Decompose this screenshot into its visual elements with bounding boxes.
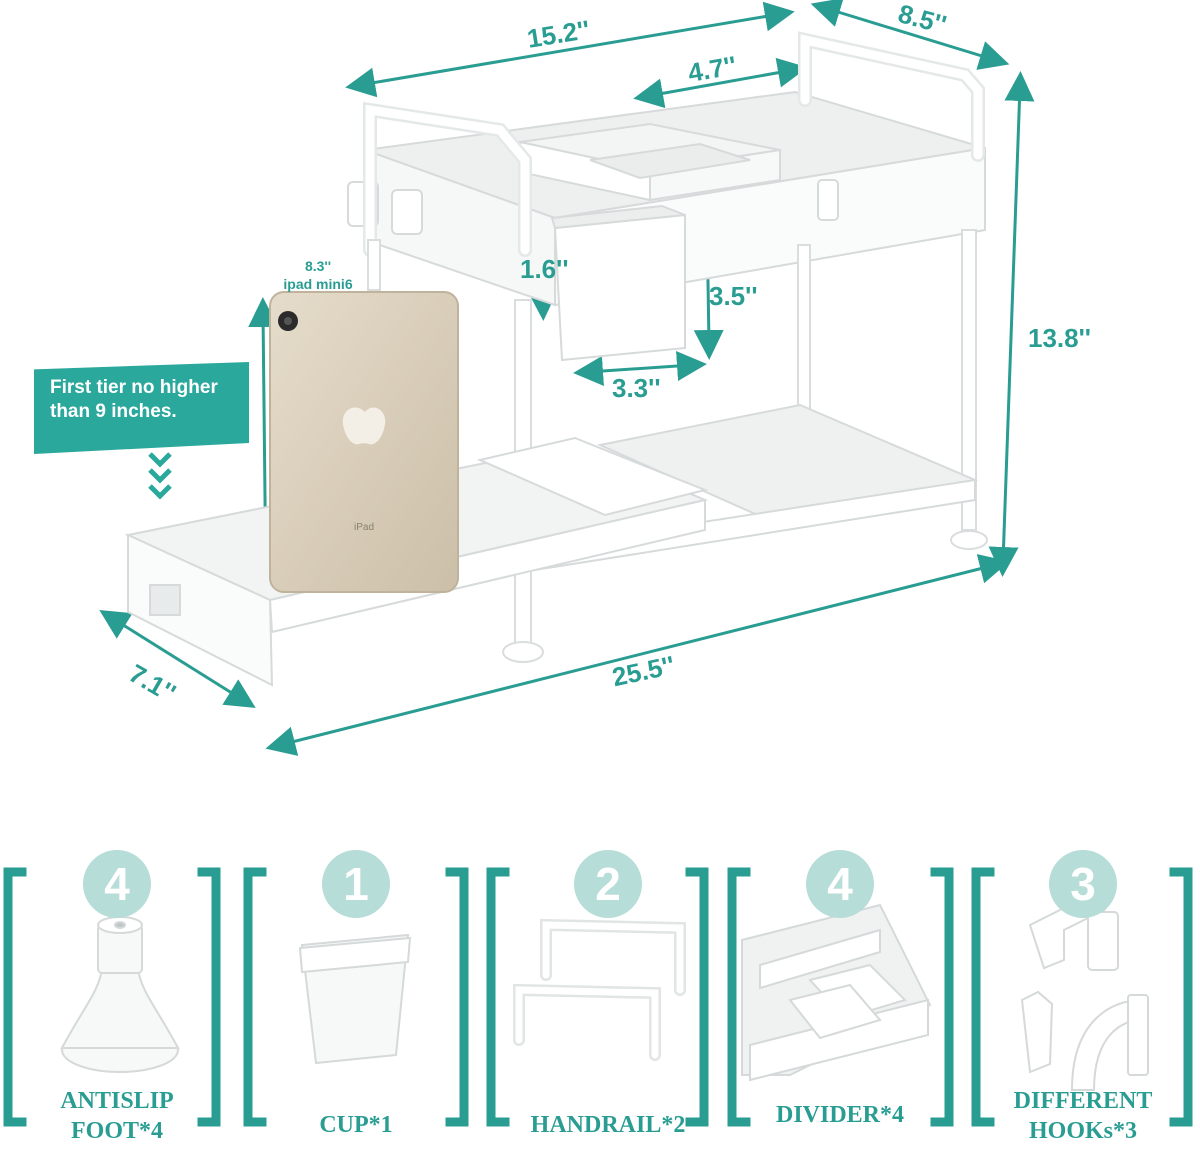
ipad-mini6: iPad	[269, 291, 459, 593]
dim-cup-top: 1.6''	[520, 254, 569, 284]
ipad-size: 8.3''	[304, 258, 332, 274]
accessory-divider: 4 DIVIDER*4	[725, 850, 955, 1140]
callout-line2: than 9 inches.	[50, 401, 177, 422]
accessory-label-line1: CUP*1	[319, 1112, 393, 1138]
accessory-handrail: 2 HANDRAIL*2	[493, 850, 723, 1140]
accessory-label-line1: HANDRAIL*2	[530, 1112, 686, 1138]
accessory-cup: 1 CUP*1	[241, 850, 471, 1140]
accessory-antislip-foot: 4 ANTISLIP FOOT*4	[2, 850, 232, 1144]
lower-tier-frame	[534, 403, 979, 572]
count-badge: 2	[574, 850, 642, 918]
accessory-label-line1: DIFFERENT	[1013, 1088, 1153, 1114]
svg-text:iPad: iPad	[354, 522, 374, 533]
count-badge: 4	[83, 850, 151, 918]
ipad-label: 8.3'' ipad mini6	[268, 257, 368, 293]
divider-icon	[741, 903, 932, 1082]
dim-height-total: 13.8''	[1028, 323, 1091, 353]
apple-logo-icon	[342, 407, 386, 445]
ipad-model: ipad mini6	[283, 276, 353, 292]
dim-cup-width: 3.3''	[612, 373, 661, 403]
callout-line1: First tier no higher	[50, 377, 218, 398]
accessory-hooks: 3 DIFFERENT HOOKs*3	[968, 850, 1198, 1144]
count-badge: 3	[1049, 850, 1117, 918]
down-chevrons-icon	[148, 452, 172, 500]
accessory-label-line1: ANTISLIP	[60, 1088, 174, 1114]
first-tier-callout: First tier no higher than 9 inches.	[34, 362, 249, 454]
accessory-label-line1: DIVIDER*4	[775, 1102, 904, 1128]
count-badge: 4	[806, 850, 874, 918]
dim-cup-height: 3.5''	[709, 281, 758, 311]
accessory-label-line2: FOOT*4	[70, 1118, 163, 1144]
count-badge: 1	[322, 850, 390, 918]
cup-icon	[298, 933, 412, 1065]
accessory-label-line2: HOOKs*3	[1028, 1118, 1137, 1144]
